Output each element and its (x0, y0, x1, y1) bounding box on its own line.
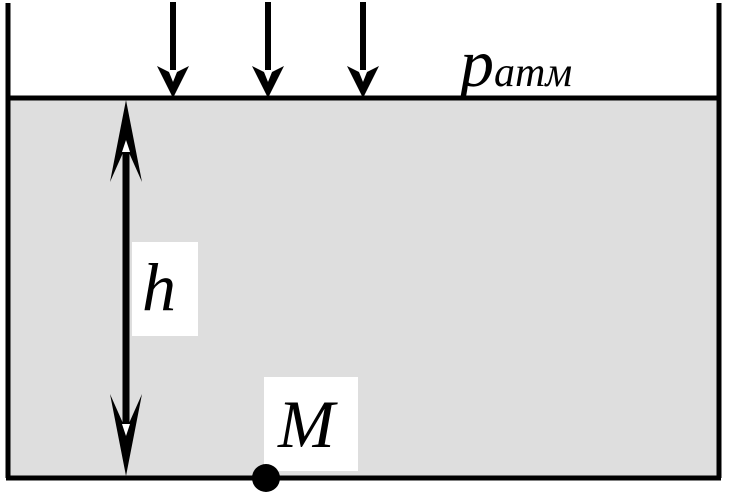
point-m-marker (252, 464, 280, 492)
depth-dimension-arrow (110, 100, 142, 476)
pressure-arrow (157, 2, 189, 98)
pressure-label-main: p (456, 25, 494, 101)
pressure-arrows (157, 2, 379, 98)
point-label-background (264, 377, 358, 471)
point-label: M (277, 386, 338, 462)
pressure-label: pатм (456, 25, 572, 101)
pressure-arrow (252, 2, 284, 98)
liquid-body (8, 98, 719, 478)
depth-label-background (132, 242, 198, 336)
pressure-arrow (347, 2, 379, 98)
depth-label: h (142, 249, 176, 325)
vessel (5, 3, 722, 481)
pressure-label-subscript: атм (494, 50, 572, 96)
